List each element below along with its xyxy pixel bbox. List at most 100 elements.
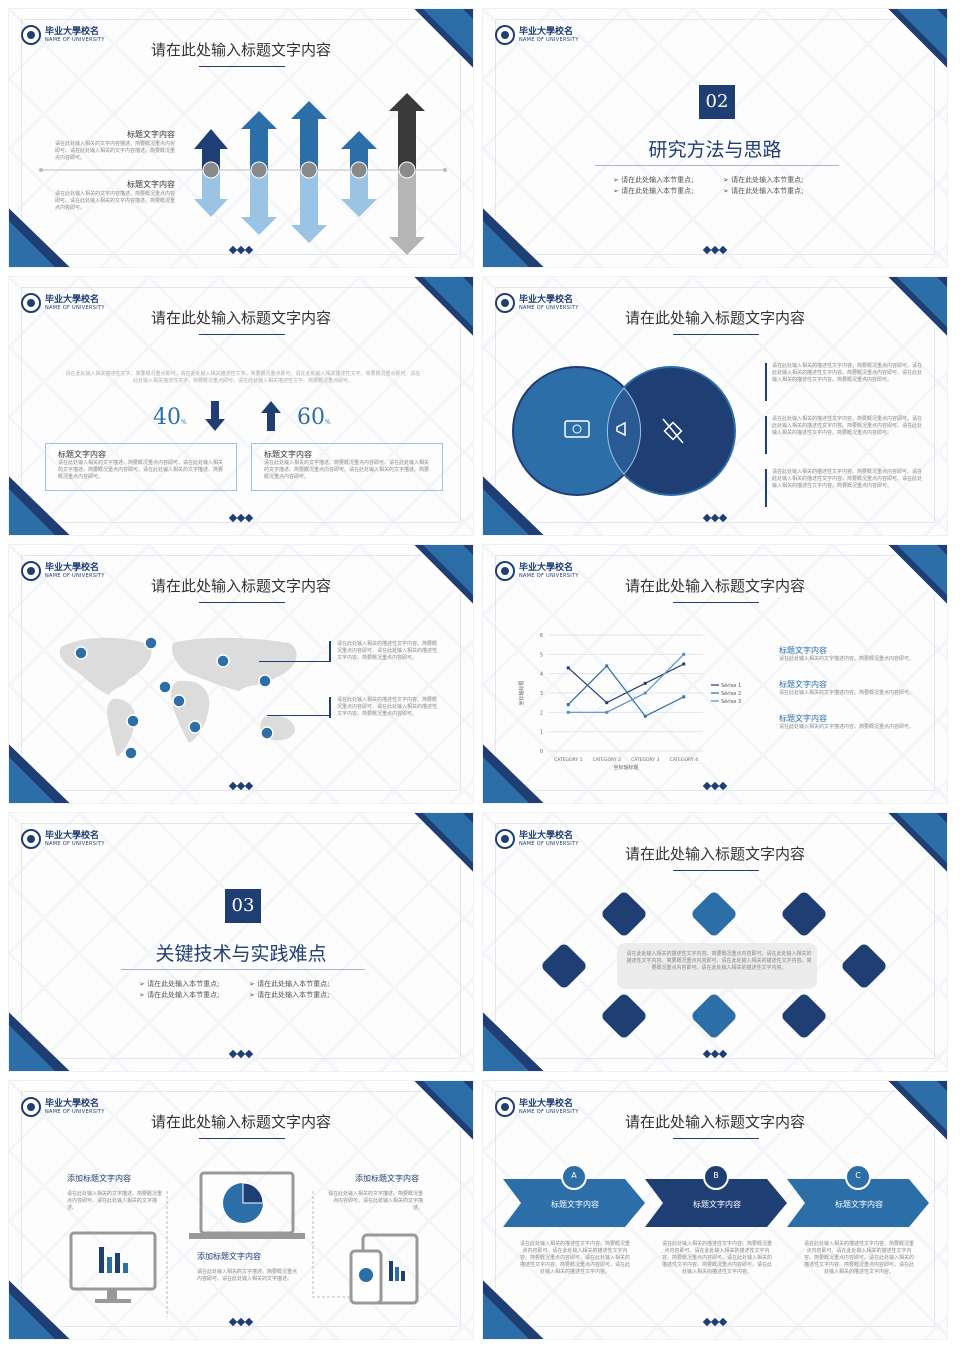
up-arrow-icon bbox=[261, 401, 281, 431]
y-tick-label: 6 bbox=[540, 633, 543, 639]
desc-item-3: 请在此处输入相关的描述性文字内容。简要概况重点内容即可。请在此处输入相关的描述性… bbox=[765, 469, 925, 507]
desc-item-2: 请在此处输入相关的描述性文字内容。简要概况重点内容即可。请在此处输入相关的描述性… bbox=[765, 416, 925, 454]
step-a-desc: 请在此处输入相关的描述性文字内容。简要概况重点内容即可。请在此处输入相关的描述性… bbox=[519, 1241, 630, 1275]
corner-decoration bbox=[887, 9, 947, 69]
note-desc-2: 请在此处输入相关的文字描述内容。简要概况重点内容即可。 bbox=[779, 690, 915, 696]
corner-decoration bbox=[887, 1081, 947, 1141]
megaphone-icon bbox=[616, 421, 626, 437]
step-a-label: 标题文字内容 bbox=[551, 1200, 599, 1209]
monitor-icon bbox=[69, 1231, 157, 1303]
seal-icon bbox=[495, 1097, 515, 1117]
corner-decoration bbox=[483, 1279, 545, 1339]
diamond-4 bbox=[542, 944, 586, 988]
data-point bbox=[682, 662, 686, 666]
y-tick-label: 4 bbox=[540, 672, 543, 678]
arrow-2 bbox=[241, 111, 277, 235]
bullet-2: 请在此处输入本节重点; bbox=[621, 187, 694, 195]
data-point bbox=[605, 664, 609, 668]
slide-title: 请在此处输入标题文字内容 bbox=[624, 845, 805, 863]
x-tick-label: CATEGORY 4 bbox=[670, 757, 699, 763]
down-arrow-icon bbox=[205, 401, 225, 431]
desc-2: 请在此处输入相关的文字内容描述。简要概况重点内容即可。请在此处输入相关的文字内容… bbox=[55, 191, 176, 211]
x-tick-label: CATEGORY 2 bbox=[593, 757, 622, 763]
bullet-1: 请在此处输入本节重点; bbox=[621, 176, 694, 184]
series-line bbox=[567, 663, 685, 704]
note-title-3: 标题文字内容 bbox=[779, 714, 827, 723]
step-c bbox=[787, 1179, 929, 1227]
corner-decoration bbox=[887, 545, 947, 605]
series-line bbox=[568, 653, 685, 713]
seal-icon bbox=[495, 25, 515, 45]
series-line bbox=[567, 665, 685, 717]
arrow-5 bbox=[389, 93, 425, 255]
seal-icon bbox=[21, 1097, 41, 1117]
step-b-key: B bbox=[713, 1171, 719, 1180]
venn-diagram bbox=[512, 366, 736, 496]
head-3: 添加标题文字内容 bbox=[197, 1252, 261, 1261]
y-tick-label: 2 bbox=[540, 710, 543, 716]
bullet-4: 请在此处输入本节重点; bbox=[731, 187, 804, 195]
slide-title: 请在此处输入标题文字内容 bbox=[150, 41, 331, 59]
step-b-label: 标题文字内容 bbox=[693, 1200, 741, 1209]
stat-left: 40% bbox=[153, 405, 187, 430]
camera-icon bbox=[564, 420, 590, 438]
seal-icon bbox=[495, 293, 515, 313]
corner-decoration bbox=[483, 207, 545, 267]
x-tick-label: CATEGORY 1 bbox=[554, 757, 583, 763]
info-box-1: 标题文字内容请在此处输入相关的文字描述。简要概况重点内容即可。请在此处输入相关的… bbox=[45, 443, 237, 491]
stat-right: 60% bbox=[297, 405, 331, 430]
desc-list: 请在此处输入相关的描述性文字内容。简要概况重点内容即可。请在此处输入相关的描述性… bbox=[765, 363, 925, 507]
bullet-1: 请在此处输入本节重点; bbox=[147, 980, 220, 988]
step-a bbox=[503, 1179, 645, 1227]
data-point bbox=[682, 652, 686, 656]
desc-1: 请在此处输入相关的文字内容描述。简要概况重点内容即可。请在此处输入相关的文字内容… bbox=[55, 141, 176, 161]
x-tick-label: CATEGORY 3 bbox=[631, 757, 660, 763]
seal-icon bbox=[495, 561, 515, 581]
step-c-key: C bbox=[855, 1171, 861, 1180]
slide-title: 请在此处输入标题文字内容 bbox=[150, 577, 331, 595]
arrow-4 bbox=[341, 131, 377, 217]
note-title-2: 标题文字内容 bbox=[779, 680, 827, 689]
arrow-3 bbox=[291, 101, 327, 243]
diamond-1 bbox=[602, 892, 646, 936]
diamond-diagram bbox=[542, 892, 886, 1038]
corner-decoration bbox=[483, 1011, 545, 1071]
data-point bbox=[643, 691, 647, 695]
data-point bbox=[605, 701, 609, 705]
diamond-5 bbox=[842, 944, 886, 988]
corner-decoration bbox=[9, 743, 71, 803]
data-point bbox=[605, 710, 609, 714]
step-c-desc: 请在此处输入相关的描述性文字内容。简要概况重点内容即可。请在此处输入相关的描述性… bbox=[803, 1241, 914, 1275]
corner-decoration bbox=[483, 475, 545, 535]
data-point bbox=[643, 681, 647, 685]
laptop-icon bbox=[189, 1171, 305, 1239]
diamond-2 bbox=[692, 892, 736, 936]
corner-decoration bbox=[9, 475, 71, 535]
corner-decoration bbox=[9, 207, 71, 267]
map-pins bbox=[74, 636, 274, 760]
diamond-3 bbox=[782, 892, 826, 936]
note-title-1: 标题文字内容 bbox=[779, 646, 827, 655]
data-point bbox=[566, 666, 570, 670]
data-point bbox=[682, 695, 686, 699]
corner-decoration bbox=[9, 1011, 71, 1071]
